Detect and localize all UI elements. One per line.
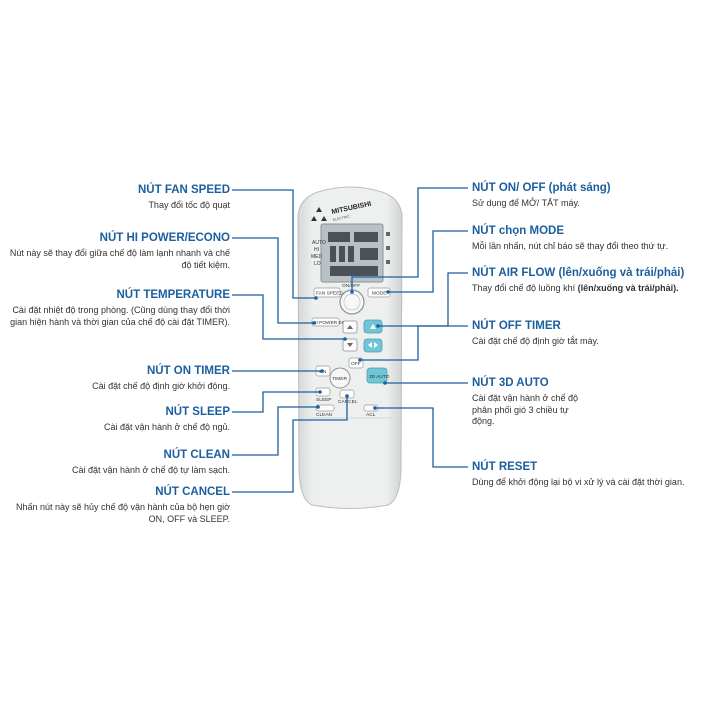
callout-on-off: NÚT ON/ OFF (phát sáng) Sử dụng để MỞ/ T… [472,181,702,210]
callout-mode: NÚT chọn MODE Mỗi lần nhấn, nút chỉ báo … [472,224,702,253]
callout-cancel-title: NÚT CANCEL [155,486,230,498]
line-clean [232,406,318,456]
callout-cancel: NÚT CANCEL Nhấn nút này sẽ hủy chế độ vậ… [0,485,230,525]
callout-3d-auto-title: NÚT 3D AUTO [472,377,549,389]
callout-reset: NÚT RESET Dùng để khởi động lại bộ vi xử… [472,460,702,489]
fan-speed-button [313,287,341,298]
clean-button [315,404,335,412]
line-reset [375,407,468,468]
callout-air-flow-title: NÚT AIR FLOW (lên/xuống và trái/phải) [472,267,685,279]
clean-label: CLEAN [316,412,333,418]
line-cancel [232,396,348,493]
callout-fan-speed-title: NÚT FAN SPEED [137,184,230,196]
callout-off-timer: NÚT OFF TIMER Cài đặt chế độ định giờ tắ… [472,319,702,348]
line-off-timer [360,325,468,361]
callout-temperature-desc: Cài đặt nhiệt độ trong phòng. (Cũng dùng… [10,305,230,327]
callout-temperature: NÚT TEMPERATURE Cài đặt nhiệt độ trong p… [0,288,230,328]
brand-sub-text: ELECTRIC [332,214,350,222]
callout-cancel-desc: Nhấn nút này sẽ hủy chế độ vận hành của … [15,502,230,524]
3d-auto-label: 3D AUTO [369,374,390,380]
callout-clean: NÚT CLEAN Cài đặt vận hành ở chế độ tự l… [0,448,230,477]
off-timer-label: OFF [351,361,361,367]
lcd-mode-auto: AUTO [312,240,326,246]
timer-label: TIMER [332,376,347,382]
hi-power-econo-label: HI POWER ECONO [313,320,356,326]
callout-clean-title: NÚT CLEAN [163,449,230,461]
line-temperature [232,294,345,340]
lcd-mode-hi: HI [314,247,319,253]
sleep-label: SLEEP [316,397,331,403]
callout-hi-power-title: NÚT HI POWER/ECONO [99,232,230,244]
callout-air-flow: NÚT AIR FLOW (lên/xuống và trái/phải) Th… [472,266,702,295]
cancel-label: CANCEL [338,399,358,405]
callout-fan-speed: NÚT FAN SPEED Thay đổi tốc độ quạt [0,183,230,212]
callout-mode-title: NÚT chọn MODE [472,225,564,237]
callout-on-off-desc: Sử dụng để MỞ/ TẮT máy. [472,198,580,208]
callout-hi-power-desc: Nút này sẽ thay đổi giữa chế độ làm lạnh… [9,248,230,270]
line-on-off [351,187,468,292]
lcd-mode-med: MED [311,254,323,260]
line-hi-power [232,237,314,324]
line-mode [388,230,468,293]
line-sleep [232,391,320,413]
callout-fan-speed-desc: Thay đổi tốc độ quạt [148,200,230,210]
callout-on-off-title: NÚT ON/ OFF (phát sáng) [472,182,611,194]
callout-temperature-title: NÚT TEMPERATURE [116,289,230,301]
line-air-flow [378,272,468,327]
callout-air-flow-desc: Thay đổi chế độ luồng khí (lên/xuống và … [472,283,702,295]
callout-air-flow-desc-bold: (lên/xuống và trái/phải). [577,283,679,293]
callout-sleep-title: NÚT SLEEP [165,406,230,418]
callout-clean-desc: Cài đặt vận hành ở chế độ tự làm sạch. [71,465,230,475]
mitsubishi-logo-icon [311,207,327,221]
callout-on-timer-title: NÚT ON TIMER [146,365,230,377]
callout-3d-auto: NÚT 3D AUTO Cài đặt vận hành ở chế độ ph… [472,376,592,428]
callout-on-timer: NÚT ON TIMER Cài đặt chế độ định giờ khở… [0,364,230,393]
callout-sleep-desc: Cài đặt vận hành ở chế độ ngủ. [104,422,230,432]
on-off-label: ON/OFF [342,283,360,289]
acl-label: ACL [366,412,376,418]
callout-off-timer-desc: Cài đặt chế độ định giờ tắt máy. [472,336,599,346]
line-fan-speed [232,189,316,299]
callout-sleep: NÚT SLEEP Cài đặt vận hành ở chế độ ngủ. [0,405,230,434]
fan-speed-label: FAN SPEED [316,291,343,297]
hi-power-econo-button [311,317,340,327]
callout-3d-auto-desc: Cài đặt vận hành ở chế độ phân phối gió … [472,393,578,426]
mode-label: MODE [372,291,386,297]
callout-off-timer-title: NÚT OFF TIMER [472,320,561,332]
timer-button [329,367,351,389]
lcd-mode-lo: LO [314,261,321,267]
3d-auto-button [366,367,388,384]
callout-mode-desc: Mỗi lần nhấn, nút chỉ báo sẽ thay đổi th… [472,241,669,251]
callout-reset-title: NÚT RESET [472,461,538,473]
callout-air-flow-desc-text: Thay đổi chế độ luồng khí [472,283,576,293]
air-flow-left-right-button [363,338,383,353]
callout-hi-power: NÚT HI POWER/ECONO Nút này sẽ thay đổi g… [0,231,230,271]
callout-on-timer-desc: Cài đặt chế độ định giờ khởi động. [92,381,230,391]
callout-reset-desc: Dùng để khởi động lại bộ vi xử lý và cài… [472,477,685,487]
